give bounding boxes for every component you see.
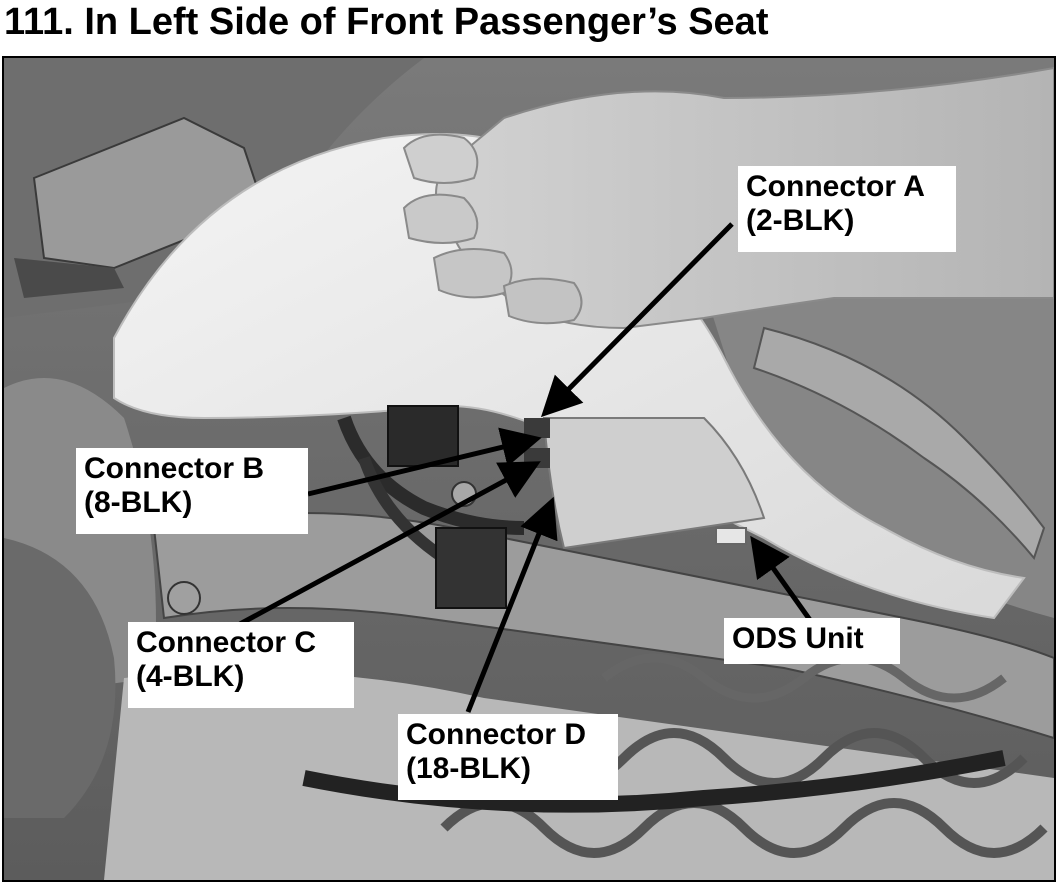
label-connector-d: Connector D (18-BLK): [398, 714, 618, 800]
label-connector-a: Connector A (2-BLK): [738, 166, 956, 252]
label-connector-b: Connector B (8-BLK): [76, 448, 308, 534]
label-connector-c-code: (4-BLK): [136, 660, 245, 693]
label-connector-b-name: Connector B: [84, 452, 264, 485]
label-connector-b-code: (8-BLK): [84, 486, 193, 519]
label-connector-a-code: (2-BLK): [746, 204, 855, 237]
label-connector-d-code: (18-BLK): [406, 752, 531, 785]
page-title: 111. In Left Side of Front Passenger’s S…: [4, 1, 769, 43]
label-connector-a-name: Connector A: [746, 170, 925, 203]
label-ods-unit-name: ODS Unit: [732, 622, 864, 655]
label-connector-c: Connector C (4-BLK): [128, 622, 354, 708]
seat-photo: Connector A (2-BLK) Connector B (8-BLK) …: [2, 56, 1056, 882]
label-connector-c-name: Connector C: [136, 626, 316, 659]
label-ods-unit: ODS Unit: [724, 618, 900, 664]
label-connector-d-name: Connector D: [406, 718, 586, 751]
